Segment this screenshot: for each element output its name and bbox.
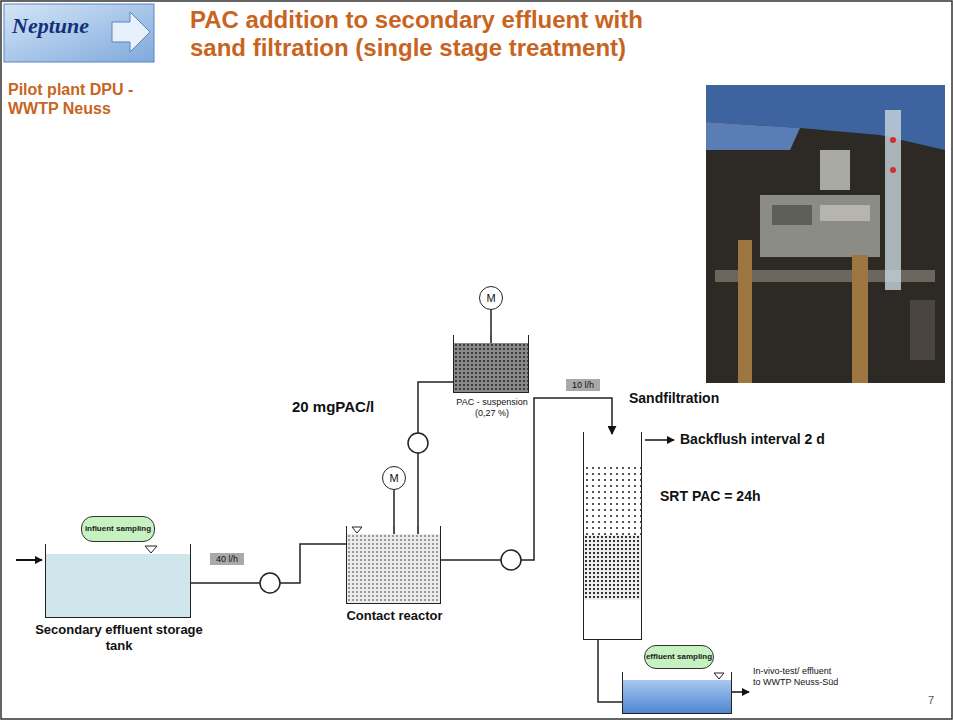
page-number: 7: [928, 694, 934, 706]
motor-symbol: M: [382, 466, 406, 490]
backflush-arrow: [645, 439, 674, 441]
process-note: Backflush interval 2 d: [680, 431, 825, 447]
motor-symbol: M: [479, 286, 503, 310]
inflow-arrow: [16, 559, 42, 561]
slide-title: PAC addition to secondary effluent with …: [190, 6, 680, 61]
water-fill: [584, 465, 641, 535]
logo-box: [4, 4, 154, 62]
photo-detail: [910, 300, 935, 360]
water-fill: [46, 554, 190, 617]
node-text: PAC - suspension (0,27 %): [454, 397, 530, 419]
outflow-arrow: [732, 691, 749, 693]
photo-tarp: [706, 122, 800, 150]
logo-text: Neptune: [12, 13, 89, 39]
flow-label: 20 mgPAC/l: [290, 398, 376, 415]
node-text: influent sampling: [85, 524, 151, 533]
photo-detail: [890, 137, 896, 143]
node-text: In-vivo-test/ effluent to WWTP Neuss-Süd: [753, 666, 839, 688]
node-text: Sandfiltration: [629, 390, 719, 406]
pac-suspension-tank: PAC - suspension (0,27 %): [453, 335, 529, 393]
node-text: M: [486, 292, 495, 304]
sampling-point: effluent sampling: [644, 645, 714, 669]
pipe-connector: [598, 640, 622, 702]
logo: [4, 4, 154, 62]
contact-reactor: Contact reactor: [346, 526, 441, 604]
photo-illustration: [706, 85, 945, 383]
sand-filter-column: Sandfiltration: [583, 432, 642, 640]
pipe-connector: [418, 382, 453, 526]
water-fill: [623, 680, 731, 713]
photo-instrument: [820, 205, 870, 221]
effluent-tank: In-vivo-test/ effluent to WWTP Neuss-Süd: [622, 672, 732, 714]
pump-symbol: [260, 573, 280, 593]
water-level-symbol: [352, 527, 362, 533]
photo-detail: [890, 167, 896, 173]
storage-tank: Secondary effluent storage tank: [45, 544, 191, 618]
connector-group: [191, 310, 622, 702]
photo-column: [885, 110, 901, 290]
photo-tarp: [706, 85, 945, 150]
subtitle: Pilot plant DPU - WWTP Neuss: [8, 80, 168, 118]
photo-instrument: [772, 205, 812, 225]
pipe-connector: [490, 310, 492, 335]
process-details: [16, 335, 749, 692]
photo-instrument: [760, 195, 880, 257]
node-text: effluent sampling: [646, 652, 712, 661]
node-text: M: [389, 472, 398, 484]
pipe-connector: [393, 490, 395, 526]
water-fill: [347, 534, 440, 603]
sampling-point: influent sampling: [81, 516, 155, 542]
water-fill: [454, 343, 528, 392]
node-text: Contact reactor: [330, 608, 460, 624]
photo-tube: [852, 255, 868, 383]
photo-instrument: [820, 150, 850, 190]
node-text: Secondary effluent storage tank: [34, 622, 204, 653]
logo-arrow: [112, 12, 150, 52]
flow-label: 10 l/h: [566, 379, 600, 391]
process-note: SRT PAC = 24h: [660, 488, 761, 504]
photo-background: [706, 85, 945, 383]
water-fill: [584, 535, 641, 600]
pump-symbol: [501, 550, 521, 570]
pump-symbol: [408, 433, 428, 453]
flow-label: 40 l/h: [210, 553, 244, 565]
water-level-symbol: [714, 673, 724, 679]
photo-tube: [738, 240, 752, 383]
water-level-symbol: [145, 546, 157, 553]
